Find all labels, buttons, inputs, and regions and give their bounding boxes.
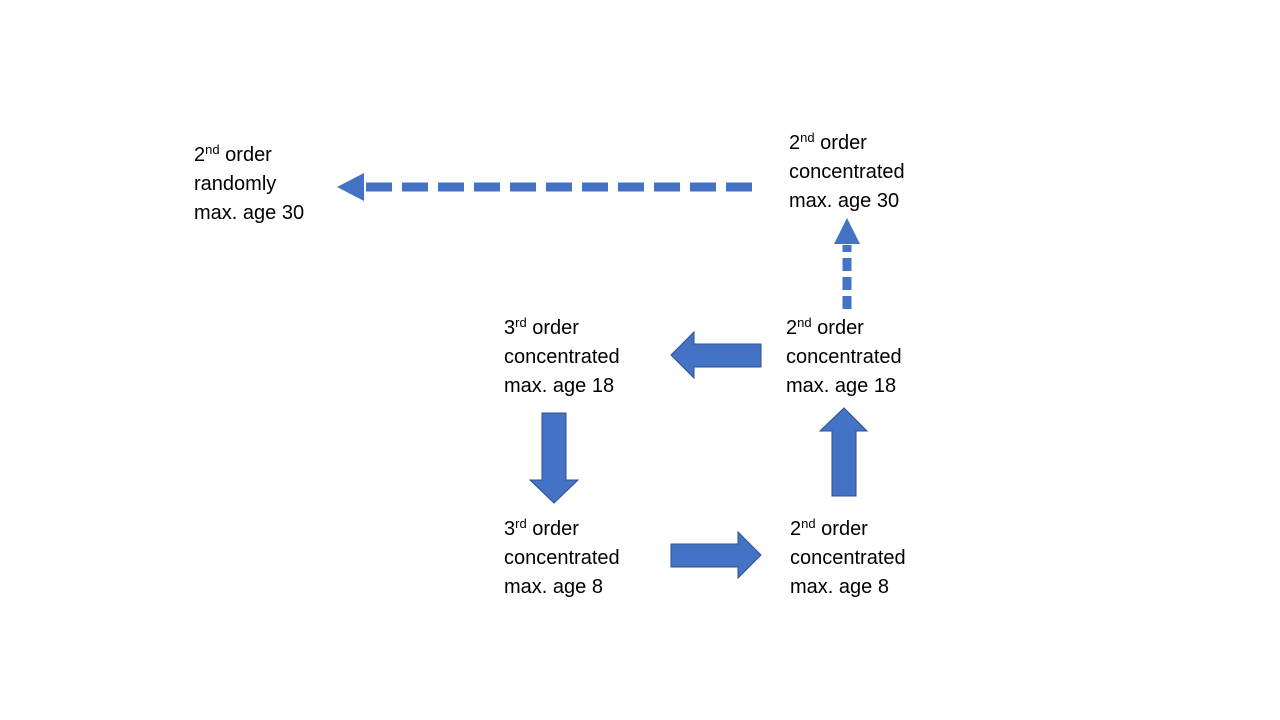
arrow-down-3rd-18-to-3rd-8: [528, 412, 580, 504]
node-mode-line: concentrated: [504, 346, 620, 368]
arrow-right-3rd-8-to-2nd-8: [670, 530, 762, 580]
dashed-arrow-up-head: [834, 218, 860, 244]
node-mode-line: concentrated: [786, 346, 902, 368]
arrow-up-2nd-8-to-2nd-18: [818, 407, 869, 497]
node-mode-line: randomly: [194, 173, 277, 195]
node-mode-line: concentrated: [504, 547, 620, 569]
dashed-arrow-left-head: [337, 173, 364, 201]
node-age-line: max. age 18: [786, 375, 897, 397]
node-order-line: 3rd order: [504, 516, 579, 540]
node-age-line: max. age 30: [789, 190, 900, 212]
node-order-line: 2nd order: [789, 130, 867, 154]
node-order-line: 3rd order: [504, 315, 579, 339]
node-age-line: max. age 30: [194, 202, 305, 224]
node-age-line: max. age 8: [790, 576, 889, 598]
node-3rd-order-concentrated-age-18: 3rd order concentrated max. age 18: [504, 314, 620, 401]
node-order-line: 2nd order: [194, 142, 272, 166]
node-3rd-order-concentrated-age-8: 3rd order concentrated max. age 8: [504, 515, 620, 602]
node-2nd-order-concentrated-age-30: 2nd order concentrated max. age 30: [789, 129, 905, 216]
node-2nd-order-concentrated-age-8: 2nd order concentrated max. age 8: [790, 515, 906, 602]
node-mode-line: concentrated: [789, 161, 905, 183]
arrow-left-2nd-18-to-3rd-18: [670, 330, 762, 380]
arrow-group: [337, 173, 869, 580]
node-age-line: max. age 8: [504, 576, 603, 598]
node-age-line: max. age 18: [504, 375, 615, 397]
node-2nd-order-randomly-age-30: 2nd order randomly max. age 30: [194, 141, 304, 228]
node-mode-line: concentrated: [790, 547, 906, 569]
node-order-line: 2nd order: [786, 315, 864, 339]
node-2nd-order-concentrated-age-18: 2nd order concentrated max. age 18: [786, 314, 902, 401]
node-order-line: 2nd order: [790, 516, 868, 540]
